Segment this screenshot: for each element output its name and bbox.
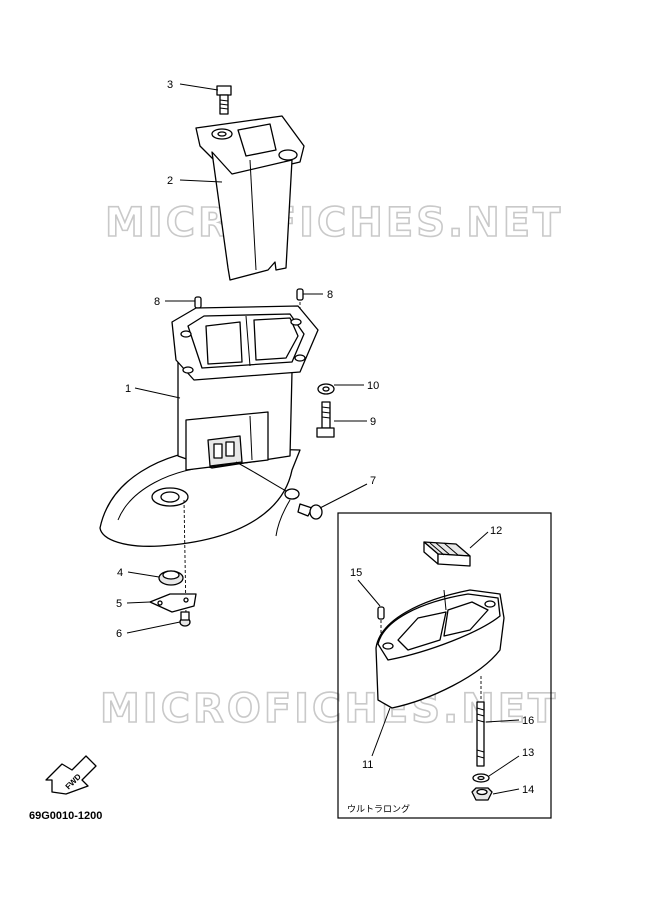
callout-4: 4 [117,567,123,579]
part-10-washer [317,383,335,395]
callout-5: 5 [116,598,122,610]
diagram-reference: 69G0010-1200 [29,810,102,822]
part-11-extension [375,589,505,709]
part-15-pin [377,606,385,634]
callout-11: 11 [362,759,373,771]
callout-9: 9 [370,416,376,428]
callout-3: 3 [167,79,173,91]
callout-15: 15 [350,567,362,579]
part-13-washer [472,773,490,783]
part-6-screw [179,611,191,627]
callout-13: 13 [522,747,534,759]
part-16-stud [476,701,485,767]
part-2-cover [195,115,305,281]
part-7-screw [297,503,323,520]
part-4-grommet [158,570,184,586]
part-1-casing [99,305,319,547]
callout-8-right: 8 [327,289,333,301]
watermark-top: MICROFICHES.NET [105,200,563,246]
callout-12: 12 [490,525,502,537]
part-9-bolt [316,401,335,438]
inset-caption: ウルトラロング [347,803,410,815]
leader-lines [126,83,520,795]
part-5-plate [149,593,197,613]
part-14-nut [471,787,493,801]
callout-16: 16 [522,715,534,727]
forward-arrow-icon: FWD [45,755,97,795]
callout-6: 6 [116,628,122,640]
callout-14: 14 [522,784,534,796]
watermark-bottom: MICROFICHES.NET [100,686,558,732]
callout-7: 7 [370,475,376,487]
callout-1: 1 [125,383,131,395]
callout-10: 10 [367,380,379,392]
inset-frame [337,512,552,819]
callout-2: 2 [167,175,173,187]
part-12-seal [423,541,471,567]
callout-8-left: 8 [154,296,160,308]
ground-wire [235,461,300,537]
part-3-bolt [216,85,232,115]
